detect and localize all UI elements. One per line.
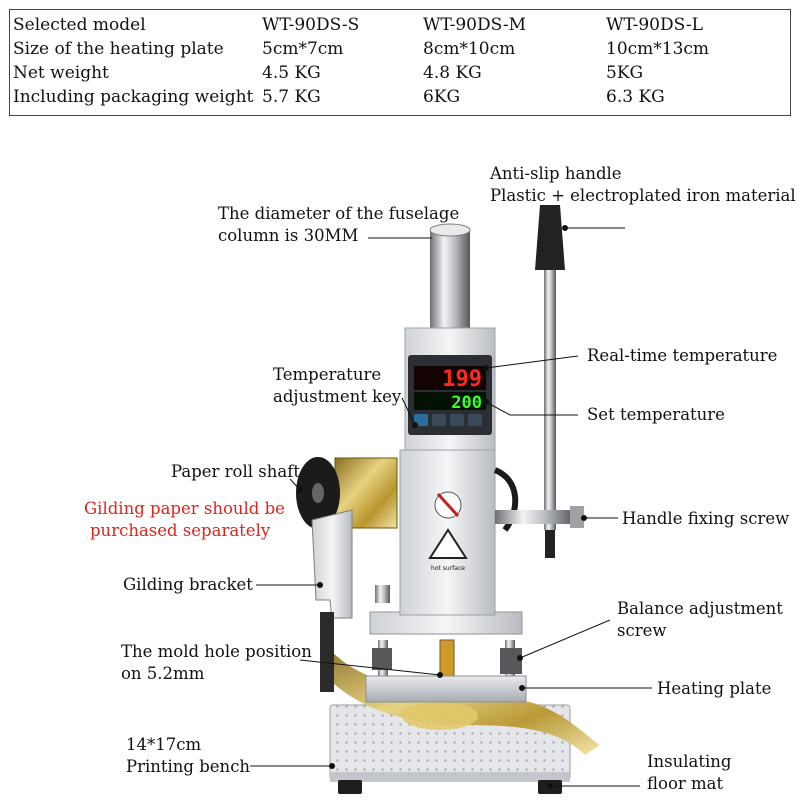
callout-fixing-screw: Handle fixing screw bbox=[622, 509, 790, 528]
callout-gilding-note: Gilding paper should be purchased separa… bbox=[84, 498, 285, 542]
spec-row-package-weight: Including packaging weight 5.7 KG 6KG 6.… bbox=[10, 86, 790, 109]
foot-left bbox=[338, 780, 362, 794]
spec-cell: WT-90DS-M bbox=[423, 15, 527, 35]
callout-floor-mat-line1: Insulating bbox=[647, 752, 732, 771]
spec-row-net-weight: Net weight 4.5 KG 4.8 KG 5KG bbox=[10, 62, 790, 85]
realtime-temp-display: 199 bbox=[442, 367, 482, 392]
callout-set-temp: Set temperature bbox=[587, 405, 725, 424]
balance-screw bbox=[500, 648, 522, 674]
callout-handle: Anti-slip handle Plastic + electroplated… bbox=[490, 163, 796, 207]
callout-roll-shaft: Paper roll shaft bbox=[171, 462, 300, 481]
spec-cell: Selected model bbox=[13, 15, 146, 35]
handle-arm bbox=[495, 510, 575, 524]
spec-row-plate-size: Size of the heating plate 5cm*7cm 8cm*10… bbox=[10, 38, 790, 61]
callout-floor-mat-line2: floor mat bbox=[647, 774, 724, 793]
gilding-bracket-shape bbox=[311, 509, 353, 619]
callout-column: The diameter of the fuselage column is 3… bbox=[218, 203, 459, 247]
spec-cell: WT-90DS-L bbox=[606, 15, 703, 35]
callout-bench-line2: Printing bench bbox=[126, 757, 251, 776]
bracket-roller bbox=[320, 612, 334, 692]
key-up-icon bbox=[468, 414, 482, 426]
callout-bench-line1: 14*17cm bbox=[126, 735, 202, 754]
set-temp-display: 200 bbox=[451, 393, 482, 413]
hot-surface-label: hot surface bbox=[431, 565, 465, 572]
callout-mold-hole-line2: on 5.2mm bbox=[121, 664, 205, 683]
spec-table: Selected model WT-90DS-S WT-90DS-M WT-90… bbox=[9, 9, 791, 116]
key-down-icon bbox=[450, 414, 464, 426]
callout-column-line1: The diameter of the fuselage bbox=[218, 204, 460, 223]
key-shift-icon bbox=[432, 414, 446, 426]
key-set-icon bbox=[414, 414, 428, 426]
callout-leaders bbox=[250, 225, 652, 789]
spec-cell: 10cm*13cm bbox=[606, 39, 710, 59]
spec-cell: 5KG bbox=[606, 63, 644, 83]
anti-slip-handle bbox=[535, 205, 565, 270]
heating-plate-shape bbox=[365, 675, 527, 703]
callout-gilding-note-line1: Gilding paper should be bbox=[84, 499, 285, 518]
callout-floor-mat: Insulating floor mat bbox=[647, 751, 731, 795]
callout-mold-hole-line1: The mold hole position bbox=[121, 642, 312, 661]
spec-cell: 8cm*10cm bbox=[423, 39, 516, 59]
callout-gilding-note-line2: purchased separately bbox=[90, 521, 271, 540]
callout-handle-line2: Plastic + electroplated iron material bbox=[490, 186, 796, 205]
callout-balance-screw: Balance adjustment screw bbox=[617, 598, 783, 642]
callout-balance-screw-line1: Balance adjustment bbox=[617, 599, 783, 618]
callout-column-line2: column is 30MM bbox=[218, 226, 359, 245]
callout-temp-key: Temperature adjustment key bbox=[273, 364, 401, 408]
spec-cell: 4.5 KG bbox=[262, 63, 321, 83]
hot-surface-warning-icon bbox=[428, 528, 468, 559]
spec-cell: 5.7 KG bbox=[262, 87, 321, 107]
callout-mold-hole: The mold hole position on 5.2mm bbox=[121, 641, 312, 685]
handle-fixing-screw bbox=[570, 506, 584, 528]
spec-cell: 6.3 KG bbox=[606, 87, 665, 107]
fuselage-column bbox=[430, 228, 470, 338]
spec-cell: 6KG bbox=[423, 87, 461, 107]
callout-handle-line1: Anti-slip handle bbox=[490, 164, 622, 183]
spec-cell: Including packaging weight bbox=[13, 87, 254, 107]
spec-cell: Net weight bbox=[13, 63, 109, 83]
spec-cell: WT-90DS-S bbox=[262, 15, 360, 35]
callout-heating-plate: Heating plate bbox=[657, 679, 772, 698]
callout-balance-screw-line2: screw bbox=[617, 621, 667, 640]
spec-cell: 4.8 KG bbox=[423, 63, 482, 83]
handle-rod bbox=[544, 230, 556, 530]
callout-realtime-temp: Real-time temperature bbox=[587, 346, 778, 365]
spec-cell: 5cm*7cm bbox=[262, 39, 344, 59]
spec-cell: Size of the heating plate bbox=[13, 39, 224, 59]
callout-bench: 14*17cm Printing bench bbox=[126, 734, 250, 778]
callout-temp-key-line1: Temperature bbox=[273, 365, 382, 384]
callout-bracket: Gilding bracket bbox=[123, 575, 253, 594]
spec-row-model: Selected model WT-90DS-S WT-90DS-M WT-90… bbox=[10, 14, 790, 37]
callout-temp-key-line2: adjustment key bbox=[273, 387, 402, 406]
controller-keys[interactable] bbox=[414, 414, 482, 426]
